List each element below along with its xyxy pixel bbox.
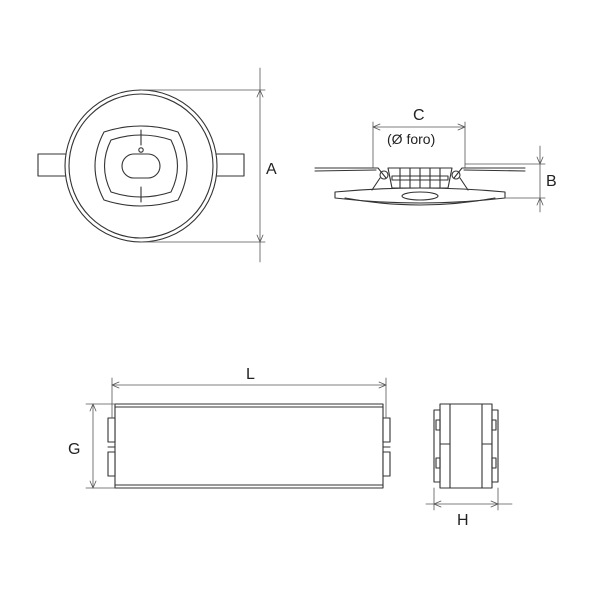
dimension-label-h: H [457, 512, 469, 529]
left-spring-wire [314, 167, 387, 179]
dimension-c [372, 121, 466, 169]
lens-inner [103, 134, 179, 198]
led-window [121, 153, 161, 179]
right-end-cap [382, 451, 391, 477]
arrowhead [490, 500, 499, 508]
left-end-cap [107, 417, 116, 443]
lens-frame [94, 125, 188, 207]
arrowhead [378, 381, 387, 389]
side-tab [491, 457, 497, 469]
arrowhead [536, 197, 544, 206]
dimension-note-c: (Ø foro) [387, 131, 435, 147]
right-clip-pivot [451, 170, 461, 180]
driver-box-front-view [107, 403, 391, 489]
dimension-label-l: L [246, 366, 255, 383]
arrowhead [536, 156, 544, 165]
arrowhead [457, 123, 466, 131]
outer-ring [64, 89, 218, 243]
dimension-label-g: G [68, 441, 80, 458]
arrowhead [256, 89, 264, 98]
right-spring-wire [453, 167, 526, 179]
side-body [439, 403, 493, 489]
trim-bottom [344, 197, 496, 206]
dimension-label-a: A [266, 161, 277, 178]
luminaire-side-view [314, 167, 526, 206]
side-lid-right [491, 409, 499, 483]
arrowhead [111, 381, 120, 389]
side-tab [491, 419, 497, 431]
luminaire-top-view [37, 89, 245, 243]
dimension-a [140, 67, 266, 263]
left-spring-wire-back [314, 169, 377, 172]
side-lid-left [433, 409, 441, 483]
side-tab [435, 419, 441, 431]
right-end-cap [382, 417, 391, 443]
arrowhead [256, 234, 264, 243]
left-clip-arm [371, 177, 381, 191]
dimension-b [464, 145, 546, 213]
side-optic [401, 191, 439, 201]
dimension-h [425, 487, 513, 511]
heatsink-band [391, 175, 449, 181]
left-end-cap [107, 451, 116, 477]
arrowhead [372, 123, 381, 131]
box-body [114, 403, 384, 489]
right-spring-wire-back [463, 169, 526, 172]
left-clip-pivot [379, 170, 389, 180]
arrowhead [433, 500, 442, 508]
side-tab [435, 457, 441, 469]
dimension-g [85, 403, 116, 489]
dimension-label-c: C [413, 107, 425, 124]
driver-box-side-view [433, 403, 499, 489]
center-screw-top [138, 147, 144, 153]
right-clip-arm [459, 177, 469, 191]
dimension-l [111, 377, 387, 419]
dimension-label-b: B [546, 173, 557, 190]
inner-ring [68, 93, 214, 239]
arrowhead [89, 480, 97, 489]
arrowhead [89, 403, 97, 412]
